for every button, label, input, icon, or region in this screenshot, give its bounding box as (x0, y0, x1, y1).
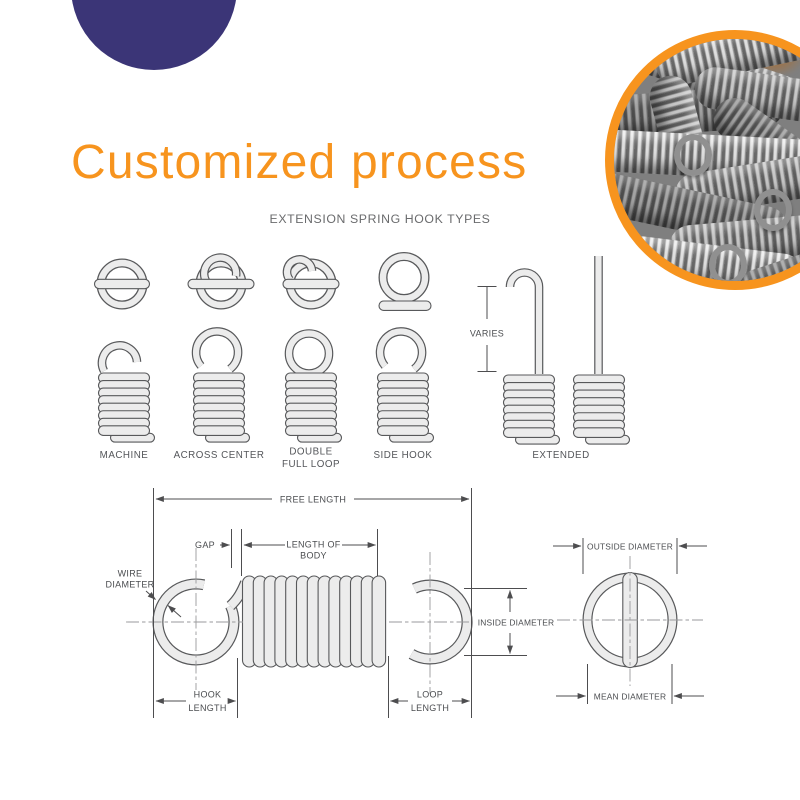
varies-dimension: VARIES (470, 286, 504, 372)
mean-diameter-dimension: MEAN DIAMETER (556, 664, 704, 704)
wire-diameter-dimension: WIRE DIAMETER (106, 569, 182, 618)
spring-hook-ring (674, 134, 712, 176)
hook-type-label: SIDE HOOK (374, 450, 433, 461)
hook-type-extended: VARIES EXTENDED (470, 256, 631, 461)
hook-length-label: LENGTH (188, 703, 226, 713)
section-heading: EXTENSION SPRING HOOK TYPES (269, 212, 491, 226)
length-of-body-label: LENGTH OF (286, 540, 340, 550)
hook-length-dimension: HOOK LENGTH (155, 658, 238, 718)
free-length-label: FREE LENGTH (280, 494, 346, 504)
hook-type-machine: MACHINE (93, 263, 156, 461)
hook-type-label: MACHINE (100, 450, 149, 461)
length-of-body-dimension: LENGTH OF BODY (243, 529, 378, 576)
spring-hook-ring (754, 189, 792, 231)
page-title: Customized process (71, 136, 528, 189)
gap-dimension: GAP (195, 529, 242, 576)
hook-type-label: ACROSS CENTER (174, 450, 265, 461)
hook-type-label: DOUBLE (289, 447, 332, 458)
loop-length-dimension: LOOP LENGTH (388, 656, 471, 718)
varies-label: VARIES (470, 329, 504, 339)
loop-length-label: LOOP (417, 690, 443, 700)
inside-diameter-label: INSIDE DIAMETER (478, 618, 555, 628)
gap-label: GAP (195, 540, 215, 550)
spring-drawing (152, 575, 473, 668)
free-length-dimension: FREE LENGTH (153, 488, 472, 718)
springs-photo (605, 30, 800, 290)
loop-length-label: LENGTH (411, 703, 449, 713)
spring-dimension-diagram: FREE LENGTH GAP LENGTH OF BODY WIRE DIAM… (106, 488, 707, 718)
inside-diameter-dimension: INSIDE DIAMETER (464, 588, 555, 656)
length-of-body-label: BODY (300, 551, 327, 561)
hook-type-double-full-loop: DOUBLE FULL LOOP (282, 255, 343, 470)
hook-types-diagram: MACHINE ACROSS CENTER DOUBLE FULL LOOP (93, 245, 631, 470)
hook-type-label: FULL LOOP (282, 459, 340, 470)
spring-hook-ring (709, 244, 747, 281)
hook-type-side-hook: SIDE HOOK (374, 257, 435, 461)
spring-body-coils (241, 575, 387, 668)
hook-type-label: EXTENDED (532, 450, 589, 461)
hook-length-label: HOOK (194, 690, 222, 700)
wire-diameter-label: WIRE (118, 569, 143, 579)
mean-diameter-label: MEAN DIAMETER (594, 691, 666, 701)
hook-type-across-center: ACROSS CENTER (174, 253, 265, 461)
outside-diameter-dimension: OUTSIDE DIAMETER (553, 538, 707, 574)
wire-diameter-label: DIAMETER (106, 580, 155, 590)
outside-diameter-label: OUTSIDE DIAMETER (587, 541, 673, 551)
navy-decor-circle (71, 0, 237, 70)
